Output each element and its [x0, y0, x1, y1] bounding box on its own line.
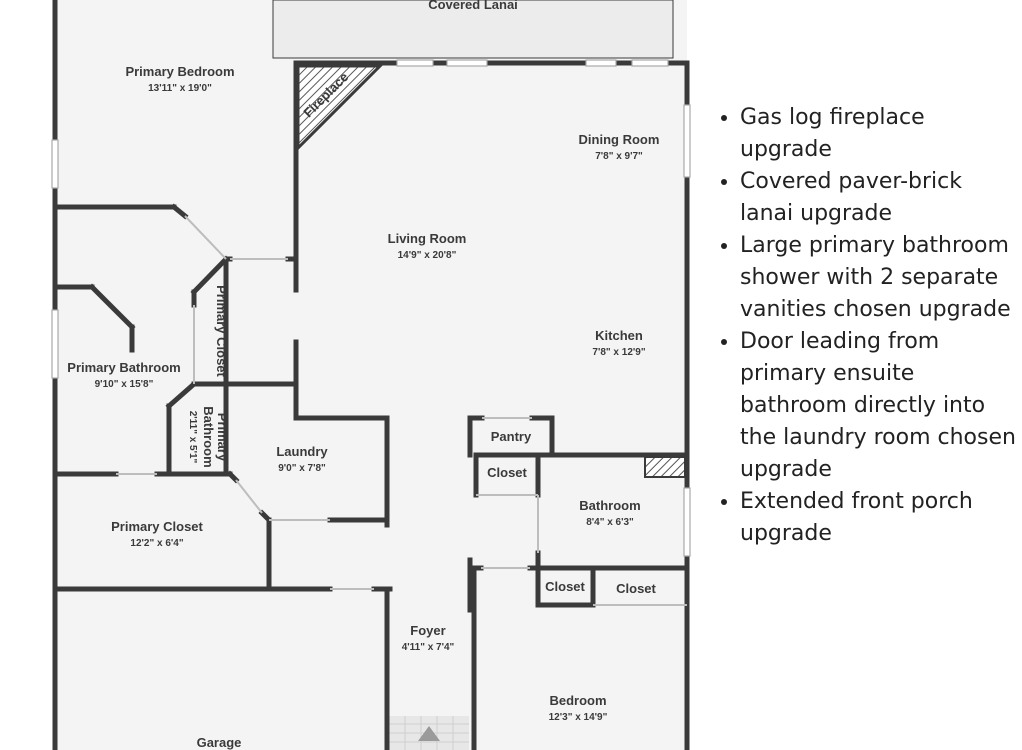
room-name-closet-right: Closet: [616, 581, 656, 596]
room-name-dining: Dining Room: [579, 132, 660, 147]
lanai-area: [272, 0, 674, 59]
room-dims-dining: 7'8" x 9'7": [595, 151, 643, 162]
room-dims-kitchen: 7'8" x 12'9": [592, 347, 645, 358]
room-dims-small-bathroom: 2'11" x 5'1": [187, 411, 198, 464]
room-name-kitchen: Kitchen: [595, 328, 643, 343]
room-name-closet-hall: Closet: [487, 465, 527, 480]
room-dims-living: 14'9" x 20'8": [398, 250, 457, 261]
room-name-living: Living Room: [388, 231, 467, 246]
room-dims-primary-closet-lower: 12'2" x 6'4": [130, 538, 183, 549]
room-name-pantry: Pantry: [491, 429, 532, 444]
upgrade-item: Gas log fireplace upgrade: [740, 102, 1022, 166]
room-name-garage: Garage: [197, 735, 242, 750]
room-dims-foyer: 4'11" x 7'4": [402, 642, 455, 653]
room-name-primary-closet-lower: Primary Closet: [111, 519, 203, 534]
room-name-primary-bedroom: Primary Bedroom: [125, 64, 234, 79]
room-name-bedroom: Bedroom: [549, 693, 606, 708]
interior-floor: [55, 0, 687, 750]
room-name-foyer: Foyer: [410, 623, 445, 638]
room-dims-laundry: 9'0" x 7'8": [278, 463, 326, 474]
room-dims-bathroom: 8'4" x 6'3": [586, 517, 634, 528]
kitchen-utility-block: [644, 456, 686, 478]
room-name-lanai: Covered Lanai: [428, 0, 518, 12]
door-openings: [116, 215, 687, 606]
floor-plan: Covered Lanai Primary Bedroom 13'11" x 1…: [51, 0, 691, 750]
upgrade-item: Extended front porch upgrade: [740, 486, 1022, 550]
room-name-bathroom: Bathroom: [579, 498, 640, 513]
upgrade-item: Covered paver-brick lanai upgrade: [740, 166, 1022, 230]
room-dims-bedroom: 12'3" x 14'9": [549, 712, 608, 723]
small-bathroom-label: Primary Bathroom 2'11" x 5'1": [187, 406, 230, 467]
entry-arrow-icon: [418, 726, 440, 741]
room-name-primary-closet-upper: Primary Closet: [214, 285, 229, 377]
room-dims-primary-bedroom: 13'11" x 19'0": [148, 83, 212, 94]
windows: [51, 59, 691, 557]
room-name-laundry: Laundry: [276, 444, 328, 459]
room-dims-primary-bathroom: 9'10" x 15'8": [95, 379, 154, 390]
room-name-small-bathroom-line1: Primary: [215, 413, 230, 462]
upgrade-item: Door leading from primary ensuite bathro…: [740, 326, 1022, 486]
upgrade-item: Large primary bathroom shower with 2 sep…: [740, 230, 1022, 326]
upgrade-list: Gas log fireplace upgrade Covered paver-…: [712, 102, 1022, 550]
room-name-primary-bathroom: Primary Bathroom: [67, 360, 180, 375]
walls: [52, 0, 690, 750]
room-name-closet-small: Closet: [545, 579, 585, 594]
room-name-small-bathroom-line2: Bathroom: [201, 406, 216, 467]
